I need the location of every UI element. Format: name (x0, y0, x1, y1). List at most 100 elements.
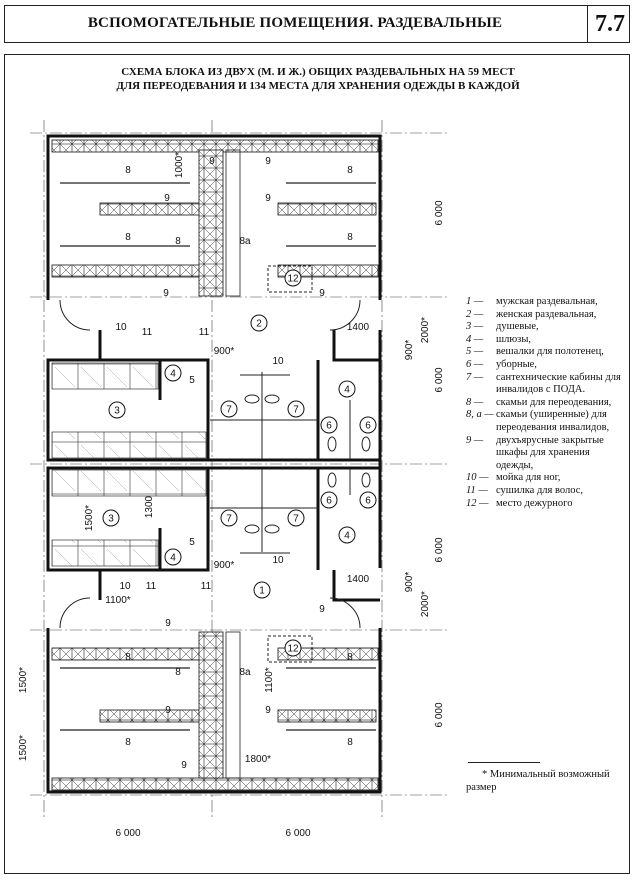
figure-title: СХЕМА БЛОКА ИЗ ДВУХ (М. И Ж.) ОБЩИХ РАЗД… (5, 65, 631, 93)
dimension-label: 6 000 (434, 537, 445, 562)
room-number-circle (287, 509, 305, 527)
room-number-circle (287, 400, 305, 418)
plan-item-tag: 9 (319, 604, 325, 615)
room-number-circle (338, 526, 356, 544)
room-number-circle (284, 269, 302, 287)
legend: 1 —мужская раздевальная,2 —женская разде… (466, 296, 626, 510)
legend-item-number: 4 — (466, 333, 484, 345)
legend-item-text: скамьи для переодевания, (496, 396, 612, 408)
plan-item-tag: 5 (189, 375, 195, 386)
dimension-label: 1000* (174, 152, 185, 178)
room-number: 3 (108, 514, 114, 525)
section-number: 7.7 (587, 6, 632, 42)
plan-item-tag: 8 (125, 165, 131, 176)
room-number: 6 (326, 421, 332, 432)
dimension-label: 900* (404, 572, 415, 593)
dimension-label: 1300 (144, 495, 155, 518)
dimension-label: 900* (214, 346, 235, 357)
legend-item: 6 —уборные, (466, 359, 626, 372)
legend-item-number: 8, а — (466, 409, 494, 421)
plan-item-tag: 9 (181, 760, 187, 771)
footnote-divider (468, 762, 540, 763)
legend-item: 10 — мойка для ног, (466, 472, 626, 485)
dimension-label: 1500* (18, 667, 29, 693)
legend-item-number: 9 — (466, 434, 484, 446)
legend-item-number: 7 — (466, 371, 484, 383)
room-number-circle (108, 401, 126, 419)
plan-item-tag: 10 (119, 581, 131, 592)
plan-item-tag: 8 (125, 737, 131, 748)
legend-item-number: 5 — (466, 346, 484, 358)
room-number-circle (220, 509, 238, 527)
plan-item-tag: 9 (265, 193, 271, 204)
legend-item: 3 — душевые, (466, 321, 626, 334)
plan-item-tag: 8 (125, 232, 131, 243)
showers (51, 362, 207, 567)
dimension-label: 6 000 (115, 828, 140, 839)
dimension-label: 900* (404, 340, 415, 361)
plan-item-tag: 11 (201, 581, 212, 592)
legend-item-text: двухъярусные закрытые шкафы для хранения… (496, 434, 604, 471)
dimension-label: 6 000 (285, 828, 310, 839)
legend-item-number: 10 — (466, 472, 489, 484)
plan-item-tag: 11 (146, 581, 157, 592)
legend-item-text: душевые, (496, 321, 539, 333)
plan-item-tag: 8 (347, 652, 353, 663)
figure-title-line-1: СХЕМА БЛОКА ИЗ ДВУХ (М. И Ж.) ОБЩИХ РАЗД… (121, 66, 515, 78)
dimension-label: 900* (214, 560, 235, 571)
dimension-label: 1800* (245, 754, 271, 765)
legend-item: 2 —женская раздевальная, (466, 309, 626, 322)
plan-item-tag: 10 (272, 356, 284, 367)
dimension-label: 1100* (264, 667, 275, 693)
page-header: ВСПОМОГАТЕЛЬНЫЕ ПОМЕЩЕНИЯ. РАЗДЕВАЛЬНЫЕ … (4, 5, 630, 43)
legend-item-number: 8 — (466, 396, 484, 408)
legend-item: 9 — двухъярусные закрытые шкафы для хране… (466, 435, 626, 473)
legend-item-text: уборные, (496, 358, 537, 370)
room-number-circle (164, 548, 182, 566)
lockers (51, 139, 379, 791)
plan-item-tag: 9 (209, 156, 215, 167)
legend-item: 8, а —скамьи (уширенные) для переодевани… (466, 409, 626, 434)
room-number-circle (320, 416, 338, 434)
room-number: 4 (170, 369, 176, 380)
plan-item-tag: 8 (347, 232, 353, 243)
dimension-label: 1500* (18, 735, 29, 761)
plan-item-tag: 9 (319, 288, 325, 299)
plan-item-tag: 9 (265, 705, 271, 716)
legend-item: 8 — скамьи для переодевания, (466, 397, 626, 410)
room-number-circle (359, 491, 377, 509)
legend-item: 5 — вешалки для полотенец, (466, 346, 626, 359)
legend-item-number: 3 — (466, 321, 484, 333)
room-number-circle (250, 314, 268, 332)
legend-item-text: скамьи (уширенные) для переодевания инва… (496, 409, 610, 433)
plan-item-tag: 8 (347, 737, 353, 748)
walls (46, 134, 382, 794)
room-number: 4 (344, 385, 350, 396)
room-number-circle (338, 380, 356, 398)
legend-item: 12 —место дежурного (466, 498, 626, 511)
plan-item-tag: 10 (272, 555, 284, 566)
room-number: 7 (293, 514, 299, 525)
room-number: 7 (226, 405, 232, 416)
dimension-label: 2000* (420, 591, 431, 617)
figure-title-line-2: ДЛЯ ПЕРЕОДЕВАНИЯ И 134 МЕСТА ДЛЯ ХРАНЕНИ… (116, 80, 520, 92)
legend-item-text: вешалки для полотенец, (496, 346, 604, 358)
room-number: 3 (114, 406, 120, 417)
legend-item-text: мойка для ног, (496, 472, 561, 484)
room-number-circle (164, 364, 182, 382)
plan-item-tag: 8а (239, 667, 251, 678)
room-number: 2 (256, 319, 262, 330)
plan-item-tag: 10 (115, 322, 127, 333)
legend-item-number: 11 — (466, 484, 488, 496)
plan-item-tag: 9 (165, 618, 171, 629)
legend-item: 1 —мужская раздевальная, (466, 296, 626, 309)
footnote: * Минимальный возможный размер (466, 769, 610, 793)
dimension-label: 2000* (420, 317, 431, 343)
legend-item: 4 —шлюзы, (466, 334, 626, 347)
plan-item-tag: 9 (164, 193, 170, 204)
plan-item-tag: 9 (163, 288, 169, 299)
room-number: 6 (365, 496, 371, 507)
legend-item-text: сушилка для волос, (496, 484, 584, 496)
room-number: 7 (293, 405, 299, 416)
